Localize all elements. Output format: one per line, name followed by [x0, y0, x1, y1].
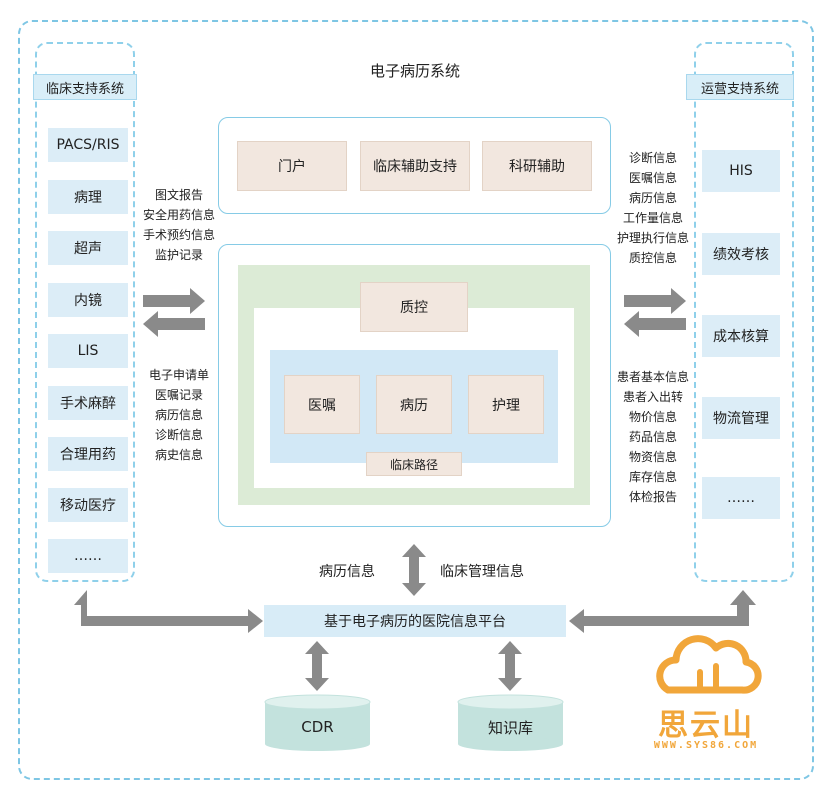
- info-line: 库存信息: [628, 470, 677, 484]
- info-line: 图文报告: [154, 188, 203, 202]
- info-line: 病历信息: [154, 408, 203, 422]
- label-medical-record-info: 病历信息: [319, 564, 375, 580]
- info-line: 质控信息: [628, 251, 677, 265]
- side-item-pathology[interactable]: 病理: [48, 180, 128, 214]
- module-orders[interactable]: 医嘱: [284, 375, 360, 434]
- info-line: 护理执行信息: [616, 231, 689, 245]
- module-medical-record[interactable]: 病历: [376, 375, 452, 434]
- side-item-more[interactable]: ……: [702, 477, 780, 519]
- side-item-rational-drug[interactable]: 合理用药: [48, 437, 128, 471]
- info-line: 物资信息: [628, 450, 677, 464]
- database-cdr[interactable]: CDR: [301, 718, 334, 736]
- module-nursing[interactable]: 护理: [468, 375, 544, 434]
- info-line: 工作量信息: [622, 211, 683, 225]
- info-line: 安全用药信息: [142, 208, 215, 222]
- side-item-performance[interactable]: 绩效考核: [702, 233, 780, 275]
- info-line: 诊断信息: [628, 151, 677, 165]
- module-clinical-assist[interactable]: 临床辅助支持: [360, 141, 470, 191]
- side-item-endoscopy[interactable]: 内镜: [48, 283, 128, 317]
- logo-name: 思云山: [658, 708, 754, 743]
- info-line: 物价信息: [628, 410, 677, 424]
- info-line: 体检报告: [628, 490, 677, 504]
- info-line: 患者基本信息: [616, 370, 689, 384]
- info-line: 手术预约信息: [142, 228, 215, 242]
- clinical-support-title: 临床支持系统: [33, 74, 137, 100]
- module-quality-control[interactable]: 质控: [360, 282, 468, 332]
- info-line: 病历信息: [628, 191, 677, 205]
- info-line: 监护记录: [154, 248, 203, 262]
- clinical-support-panel: [35, 42, 135, 582]
- module-portal[interactable]: 门户: [237, 141, 347, 191]
- info-line: 医嘱信息: [628, 171, 677, 185]
- side-item-more[interactable]: ……: [48, 539, 128, 573]
- info-line: 病史信息: [154, 448, 203, 462]
- module-clinical-pathway[interactable]: 临床路径: [366, 452, 462, 476]
- right-info-bottom: 患者基本信息 患者入出转 物价信息 药品信息 物资信息 库存信息 体检报告: [612, 367, 694, 507]
- side-item-logistics[interactable]: 物流管理: [702, 397, 780, 439]
- info-line: 诊断信息: [154, 428, 203, 442]
- info-line: 患者入出转: [622, 390, 683, 404]
- diagram-title: 电子病历系统: [369, 62, 460, 80]
- label-clinical-management-info: 临床管理信息: [440, 564, 524, 580]
- info-line: 电子申请单: [148, 368, 209, 382]
- outer-frame: [18, 20, 814, 780]
- left-info-bottom: 电子申请单 医嘱记录 病历信息 诊断信息 病史信息: [138, 365, 220, 465]
- operation-support-panel: [694, 42, 794, 582]
- module-research-assist[interactable]: 科研辅助: [482, 141, 592, 191]
- side-item-ultrasound[interactable]: 超声: [48, 231, 128, 265]
- side-item-anesthesia[interactable]: 手术麻醉: [48, 386, 128, 420]
- logo-url: WWW.SYS86.COM: [653, 740, 759, 751]
- side-item-pacs[interactable]: PACS/RIS: [48, 128, 128, 162]
- left-info-top: 图文报告 安全用药信息 手术预约信息 监护记录: [138, 185, 220, 265]
- right-info-top: 诊断信息 医嘱信息 病历信息 工作量信息 护理执行信息 质控信息: [612, 148, 694, 268]
- side-item-lis[interactable]: LIS: [48, 334, 128, 368]
- info-line: 药品信息: [628, 430, 677, 444]
- hospital-info-platform[interactable]: 基于电子病历的医院信息平台: [264, 605, 566, 637]
- operation-support-title: 运营支持系统: [686, 74, 794, 100]
- info-line: 医嘱记录: [154, 388, 203, 402]
- side-item-his[interactable]: HIS: [702, 150, 780, 192]
- side-item-costing[interactable]: 成本核算: [702, 315, 780, 357]
- database-knowledge-base[interactable]: 知识库: [487, 718, 533, 737]
- side-item-mobile[interactable]: 移动医疗: [48, 488, 128, 522]
